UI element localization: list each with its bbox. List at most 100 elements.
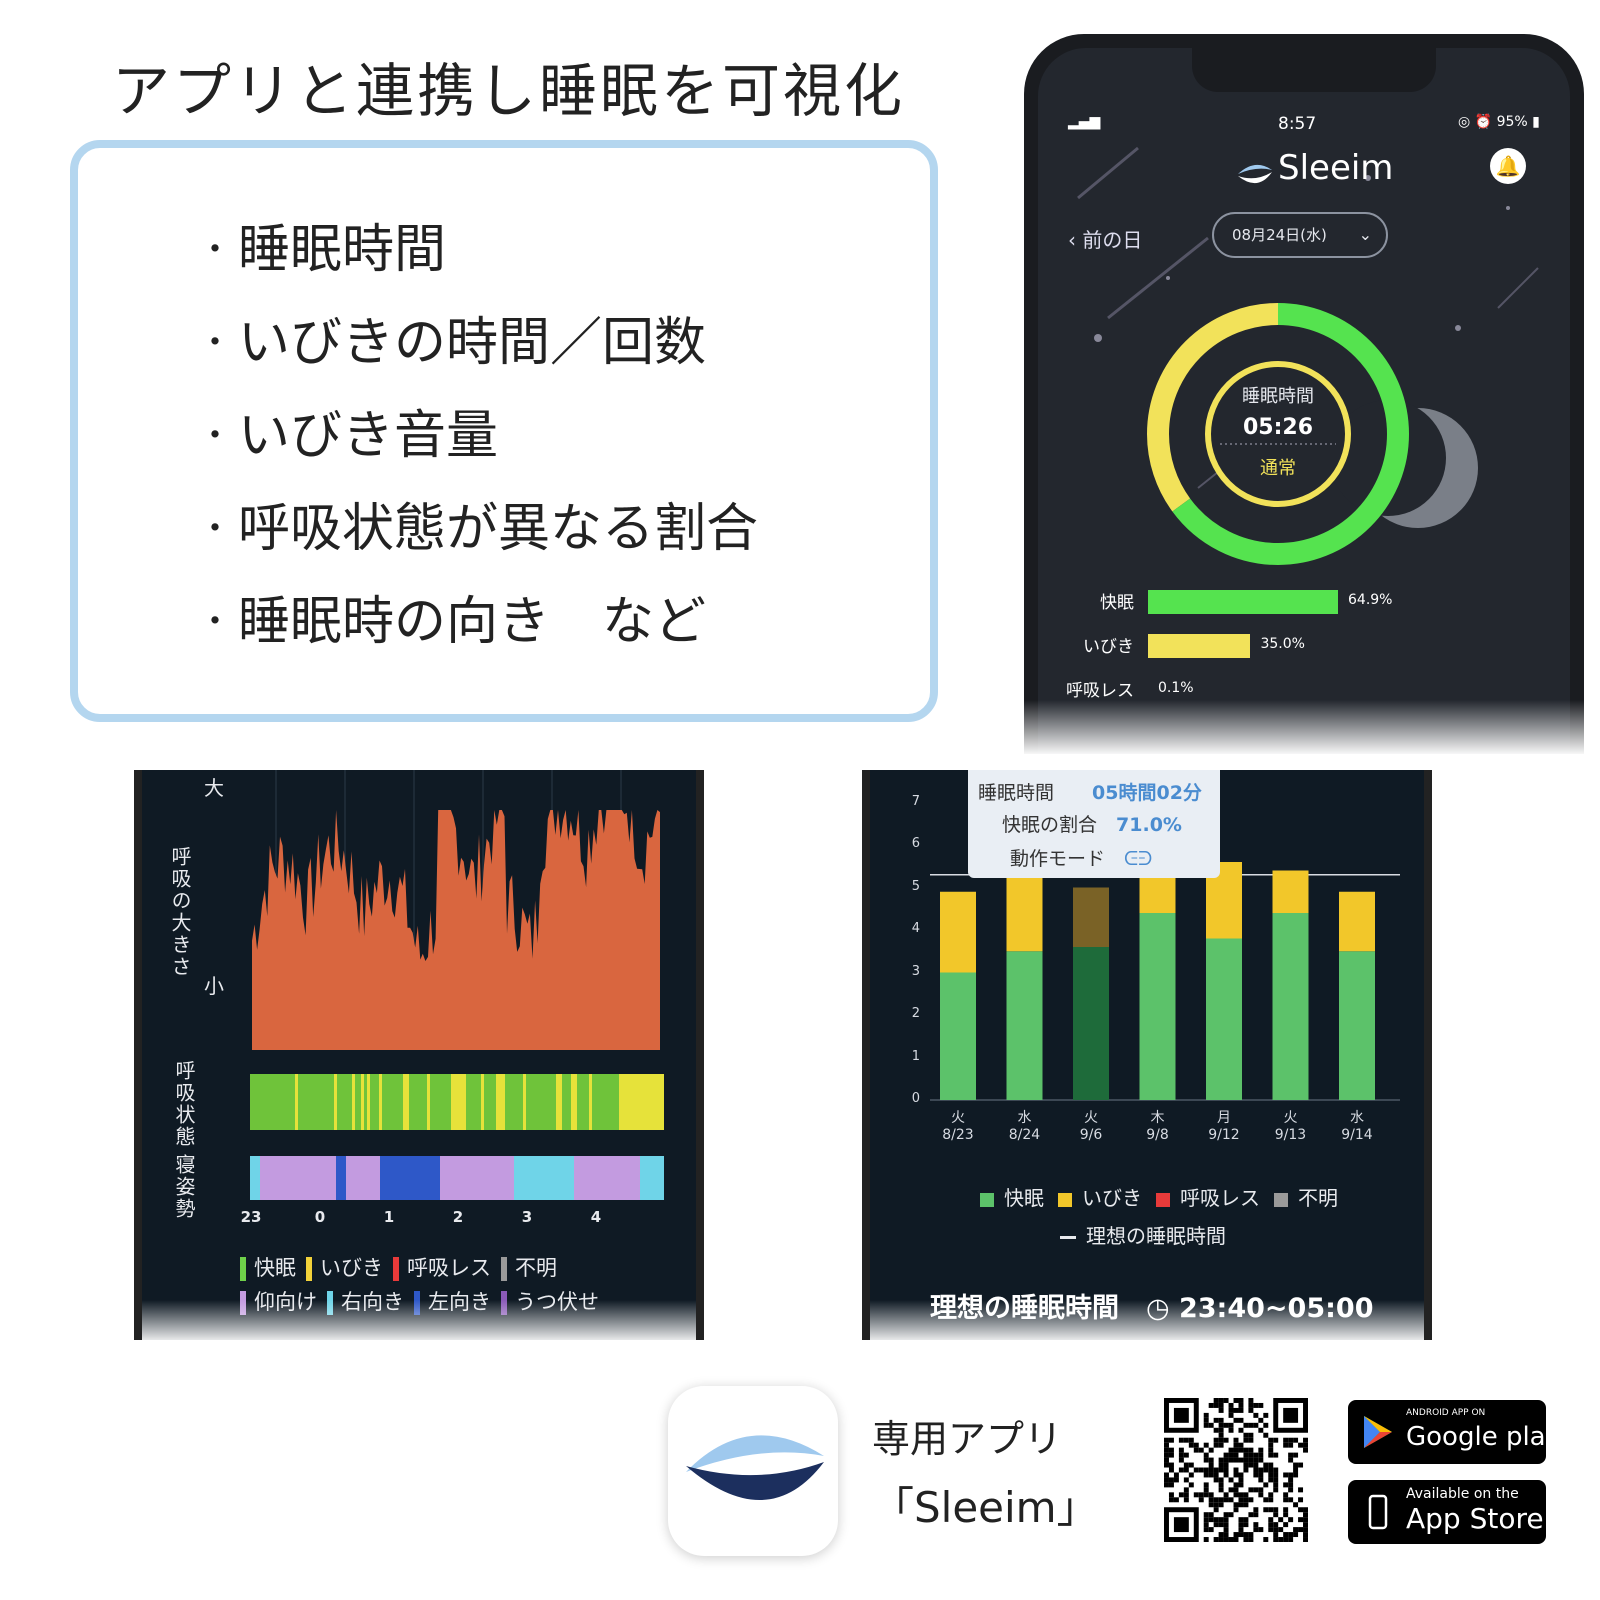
bar-good[interactable] [1006, 951, 1043, 1100]
x-label-day: 火 [1283, 1110, 1298, 1126]
breathing-state-segment [448, 1074, 451, 1130]
breathing-state-segment [631, 1074, 634, 1130]
bar-snore[interactable] [1272, 870, 1309, 914]
breathing-state-segment [445, 1074, 448, 1130]
battery-icon: ▮ [1532, 114, 1540, 130]
breathing-state-segment [346, 1074, 349, 1130]
breathing-state-segment [652, 1074, 655, 1130]
bar-good[interactable] [1073, 947, 1109, 1100]
y-tick: 7 [911, 793, 920, 809]
sleeim-logo-icon [1238, 164, 1272, 184]
bar-good[interactable] [1206, 938, 1242, 1101]
breathing-state-segment [292, 1074, 295, 1130]
breathing-state-segment [595, 1074, 598, 1130]
donut-center-label: 睡眠時間 [1242, 386, 1314, 407]
tooltip-good-ratio-label: 快眠の割合 [1002, 814, 1098, 836]
bar-snore[interactable] [1006, 874, 1043, 952]
breathing-state-segment [334, 1074, 337, 1130]
breathing-state-segment [661, 1074, 664, 1130]
breathing-state-segment [430, 1074, 433, 1130]
breathing-state-segment [457, 1074, 460, 1130]
x-label-date: 9/12 [1208, 1127, 1240, 1143]
breathing-state-segment [250, 1074, 253, 1130]
breathing-state-segment [577, 1074, 580, 1130]
date-select[interactable]: 08月24日(水) ⌄ [1212, 212, 1388, 258]
bar-snore[interactable] [1073, 887, 1109, 948]
legend-label: 不明 [515, 1256, 557, 1280]
feature-list: ・睡眠時間・いびきの時間／回数・いびき音量・呼吸状態が異なる割合・睡眠時の向き … [198, 204, 758, 669]
app-name: 「Sleeim」 [872, 1483, 1099, 1532]
breathing-state-segment [613, 1074, 616, 1130]
breakdown-label: 呼吸レス [1066, 681, 1134, 701]
prev-day-link[interactable]: ‹ 前の日 [1068, 228, 1143, 252]
x-tick: 2 [452, 1208, 464, 1226]
app-store-big: App Store [1406, 1502, 1544, 1535]
x-label-date: 9/8 [1146, 1127, 1169, 1143]
app-store-button[interactable]: Available on the App Store [1348, 1480, 1546, 1544]
bar-snore[interactable] [940, 891, 976, 973]
breathing-state-segment [439, 1074, 442, 1130]
app-icon[interactable] [668, 1386, 838, 1556]
bar-snore[interactable] [1139, 874, 1176, 913]
posture-segment [440, 1156, 490, 1200]
breakdown-label: いびき [1083, 637, 1134, 657]
breathing-state-label: 呼吸状態 [172, 1060, 196, 1148]
breathing-state-segment [298, 1074, 301, 1130]
bar-good[interactable] [1272, 913, 1309, 1100]
donut-inner-ring [1205, 361, 1351, 507]
breathing-state-segment [277, 1074, 280, 1130]
breathing-state-segment [379, 1074, 382, 1130]
breathing-area [252, 810, 660, 1050]
bar-good[interactable] [1339, 951, 1375, 1100]
breathing-state-segment [598, 1074, 601, 1130]
bell-icon[interactable]: 🔔 [1490, 148, 1526, 184]
posture-label: 寝姿勢 [172, 1154, 196, 1220]
legend-label: いびき [320, 1256, 383, 1280]
bullet: ・ [198, 602, 232, 642]
breathing-state-segment [376, 1074, 379, 1130]
bar-snore[interactable] [1339, 891, 1375, 952]
legend-label: 不明 [1298, 1186, 1338, 1210]
breathing-state-segment [655, 1074, 658, 1130]
date-select-value: 08月24日(水) [1232, 226, 1327, 244]
breathing-state-segment [538, 1074, 541, 1130]
bar-good[interactable] [940, 972, 976, 1101]
breathing-state-segment [490, 1074, 493, 1130]
breathing-state-segment [418, 1074, 421, 1130]
bar-good[interactable] [1139, 913, 1176, 1100]
posture-segment [514, 1156, 574, 1200]
y-axis-bottom-label: 小 [204, 974, 224, 998]
phone-fade [1024, 700, 1584, 756]
breathing-state-segment [574, 1074, 577, 1130]
chevron-down-icon: ⌄ [1358, 225, 1372, 244]
posture-band [250, 1156, 664, 1200]
breathing-state-segment [391, 1074, 394, 1130]
qr-code[interactable] [1164, 1398, 1308, 1542]
feature-text: 睡眠時間 [238, 220, 447, 280]
bar-tooltip: 睡眠時間 05時間02分 快眠の割合 71.0% 動作モード ᕮᕭ [968, 770, 1220, 878]
legend-swatch [393, 1257, 399, 1281]
breathing-state-segment [550, 1074, 553, 1130]
breathing-volume-area-chart [252, 770, 660, 1050]
app-store-small: Available on the [1406, 1486, 1519, 1502]
bullet: ・ [198, 509, 232, 549]
breathing-state-segment [592, 1074, 595, 1130]
y-tick: 5 [911, 878, 920, 894]
battery-percent: 95% [1496, 114, 1528, 130]
legend-label: いびき [1082, 1186, 1142, 1210]
breathing-state-segment [499, 1074, 502, 1130]
feature-box: ・睡眠時間・いびきの時間／回数・いびき音量・呼吸状態が異なる割合・睡眠時の向き … [70, 140, 938, 722]
breathing-state-segment [337, 1074, 340, 1130]
breathing-state-segment [367, 1074, 370, 1130]
posture-segment [346, 1156, 380, 1200]
posture-segment [260, 1156, 336, 1200]
x-label-day: 火 [1084, 1110, 1098, 1126]
breathing-state-segment [394, 1074, 397, 1130]
google-play-button[interactable]: ANDROID APP ON Google play [1348, 1400, 1561, 1464]
legend-swatch [1156, 1192, 1170, 1207]
breathing-state-segment [433, 1074, 436, 1130]
breathing-state-segment [646, 1074, 649, 1130]
breathing-state-segment [427, 1074, 430, 1130]
